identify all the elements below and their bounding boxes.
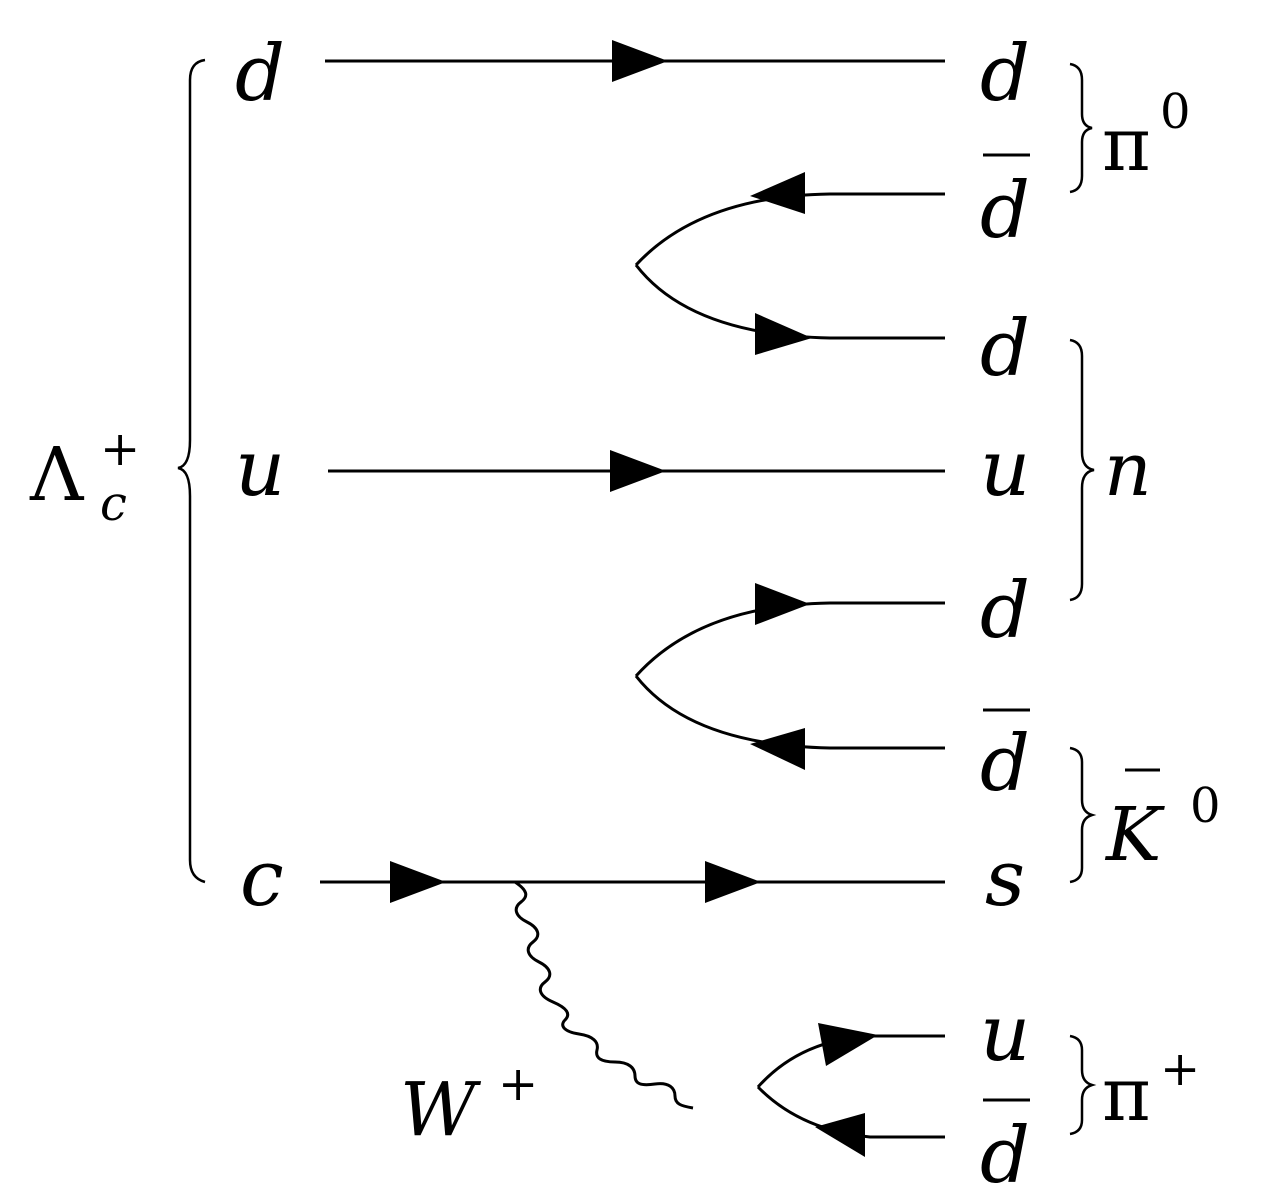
lambda-charge: + [100, 421, 140, 477]
initial-quark-u: u [235, 424, 285, 514]
s-line-arrow [705, 861, 761, 903]
piplus-label: π + [1102, 1041, 1200, 1138]
lambda-subscript: c [100, 476, 127, 532]
kbar0-label: K 0 [1104, 768, 1221, 878]
lambda-symbol: Λ [29, 432, 85, 518]
pi0-charge: 0 [1160, 84, 1191, 140]
w-charge: + [498, 1056, 538, 1112]
neutron-brace [1069, 338, 1095, 602]
initial-quark-d: d [235, 29, 285, 119]
lower-pair-d-line [634, 601, 945, 678]
lower-pair-dbar-line [634, 675, 945, 750]
final-quark-d3: d [980, 566, 1030, 656]
upper-pair-d-line [634, 264, 945, 340]
lower-d-arrow [755, 583, 810, 625]
c-line-arrow [390, 861, 446, 903]
final-quark-u2: u [980, 989, 1030, 1079]
w-u-arrow [818, 1023, 878, 1066]
neutron-symbol: n [1104, 427, 1152, 513]
final-antiquark-d1: d [980, 166, 1030, 256]
piplus-symbol: π [1102, 1052, 1151, 1138]
kbar0-symbol: K [1104, 792, 1165, 878]
piplus-brace [1069, 1034, 1097, 1136]
upper-pair-dbar-line [634, 192, 945, 267]
pi0-brace [1069, 62, 1093, 194]
initial-hadron-label: Λ + c [29, 421, 140, 532]
upper-d-arrow [755, 313, 812, 355]
lower-dbar-arrow [750, 728, 805, 770]
final-quark-u: u [980, 424, 1030, 514]
w-boson-label: W + [400, 1056, 538, 1153]
final-antiquark-d3: d [980, 1111, 1030, 1201]
pi0-symbol: π [1102, 102, 1151, 188]
initial-quark-c: c [240, 834, 284, 924]
upper-dbar-arrow [750, 172, 805, 214]
initial-brace [177, 58, 206, 884]
w-symbol: W [400, 1067, 482, 1153]
piplus-charge: + [1160, 1041, 1200, 1097]
d-line-arrow [612, 40, 668, 82]
u-line-arrow [610, 450, 666, 492]
kbar0-charge: 0 [1190, 778, 1221, 834]
final-antiquark-d2: d [980, 719, 1030, 809]
final-quark-s: s [985, 834, 1025, 924]
w-dbar-arrow [815, 1113, 865, 1157]
final-quark-d1: d [980, 29, 1030, 119]
neutron-label: n [1104, 427, 1152, 513]
kbar0-brace [1069, 746, 1097, 884]
final-quark-d2: d [980, 304, 1030, 394]
pi0-label: π 0 [1102, 84, 1191, 188]
w-boson-line [514, 880, 694, 1110]
